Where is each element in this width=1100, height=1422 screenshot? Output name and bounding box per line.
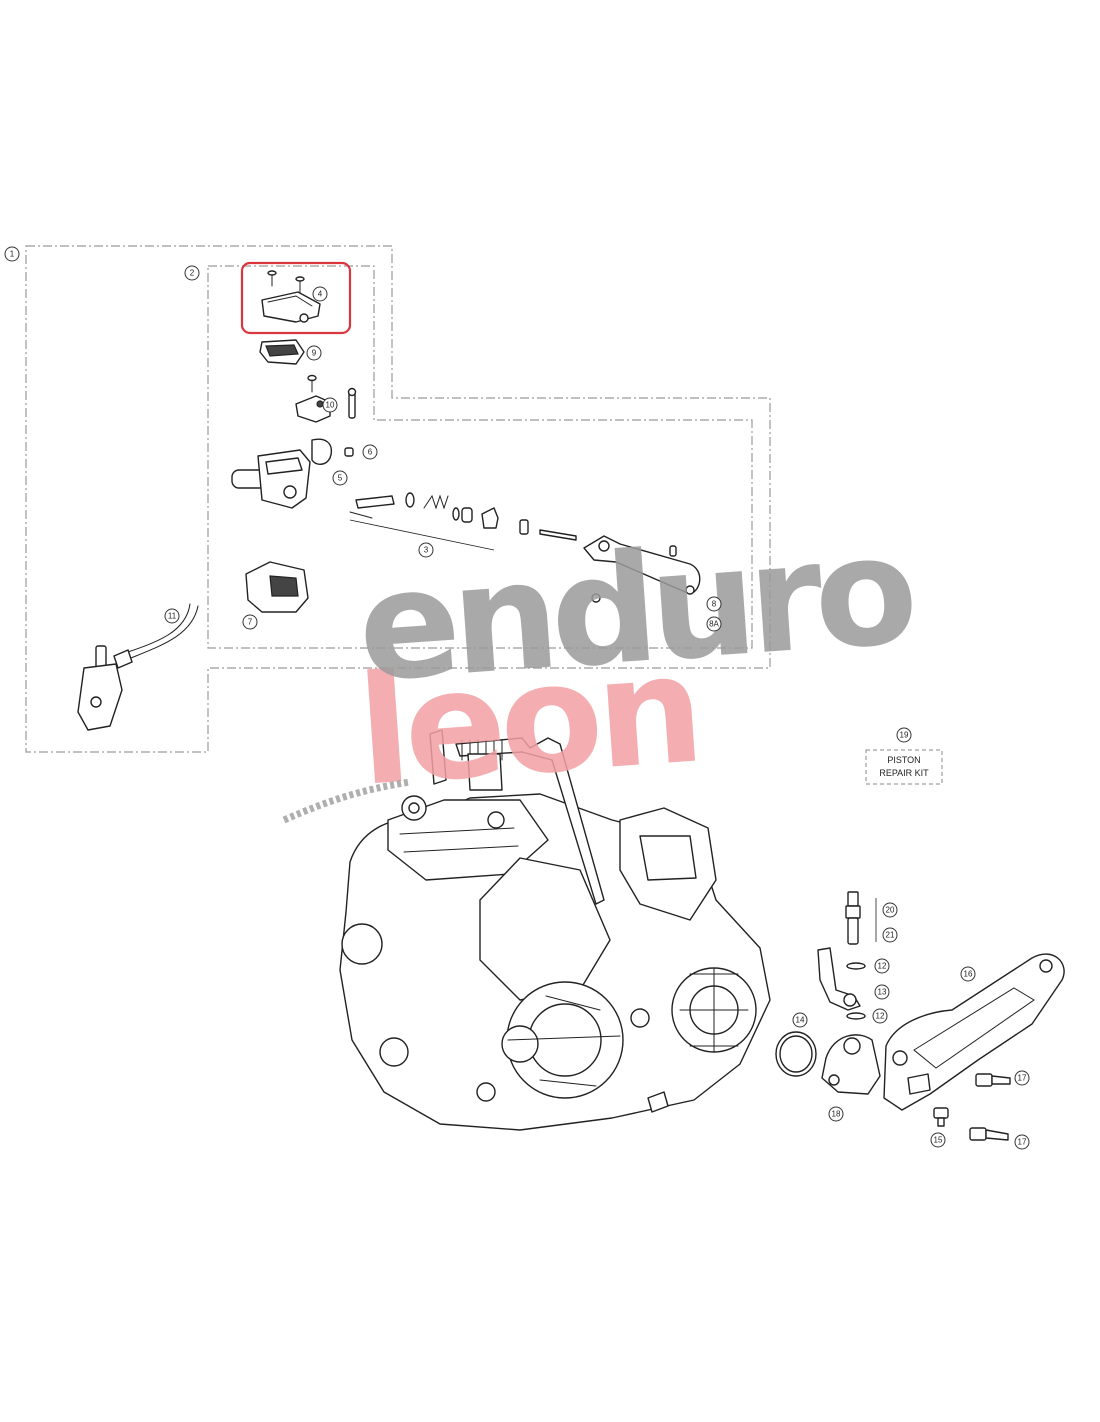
- watermark-line1: enduro: [353, 504, 917, 716]
- part-9-cover[interactable]: [259, 339, 305, 365]
- svg-text:14: 14: [796, 1016, 805, 1025]
- svg-text:12: 12: [876, 1012, 885, 1021]
- callout-11: 11: [164, 608, 180, 624]
- svg-text:17: 17: [1018, 1138, 1027, 1147]
- callout-17-b: 17: [1014, 1134, 1030, 1150]
- svg-text:1: 1: [10, 250, 15, 259]
- svg-text:9: 9: [312, 349, 317, 358]
- svg-text:2: 2: [190, 269, 195, 278]
- svg-text:20: 20: [886, 906, 895, 915]
- watermark: leon enduro: [282, 504, 917, 824]
- callout-10: 10: [322, 397, 338, 413]
- piston-kit-line2: REPAIR KIT: [879, 768, 929, 778]
- part-3-piston-assembly[interactable]: [349, 492, 577, 551]
- svg-text:10: 10: [326, 401, 335, 410]
- callout-8a: 8A: [706, 616, 722, 632]
- engine-block[interactable]: [339, 729, 771, 1131]
- callout-15: 15: [930, 1132, 946, 1148]
- callout-14: 14: [792, 1012, 808, 1028]
- callout-20: 20: [882, 902, 898, 918]
- callout-7: 7: [242, 614, 258, 630]
- svg-text:6: 6: [368, 448, 373, 457]
- callout-4: 4: [312, 286, 328, 302]
- watermark-line2: leon: [353, 623, 703, 820]
- part-11-hose[interactable]: [77, 603, 199, 731]
- svg-text:12: 12: [878, 962, 887, 971]
- callout-9: 9: [306, 345, 322, 361]
- svg-text:17: 17: [1018, 1074, 1027, 1083]
- callout-16: 16: [960, 966, 976, 982]
- svg-text:11: 11: [168, 612, 177, 621]
- piston-repair-kit-label: PISTON REPAIR KIT: [865, 749, 943, 785]
- callout-3: 3: [418, 542, 434, 558]
- callout-13: 13: [874, 984, 890, 1000]
- part-13-banjo[interactable]: [817, 947, 861, 1011]
- svg-text:19: 19: [900, 731, 909, 740]
- part-20-nipple[interactable]: [845, 891, 877, 945]
- callout-17-a: 17: [1014, 1070, 1030, 1086]
- group-frame-2: [207, 265, 753, 649]
- callout-12-top: 12: [874, 958, 890, 974]
- part-8-lever[interactable]: [583, 535, 701, 603]
- callout-21: 21: [882, 927, 898, 943]
- part-12-washer-top[interactable]: [846, 962, 866, 970]
- callout-8: 8: [706, 596, 722, 612]
- group-frame-1: [25, 245, 771, 753]
- svg-text:21: 21: [886, 931, 895, 940]
- callout-18: 18: [828, 1106, 844, 1122]
- svg-text:15: 15: [934, 1136, 943, 1145]
- svg-text:7: 7: [248, 618, 253, 627]
- part-17-bolt-a[interactable]: [975, 1073, 1011, 1087]
- part-17-bolt-b[interactable]: [969, 1127, 1009, 1141]
- part-4-clamp-plate[interactable]: [261, 270, 321, 323]
- callout-1: 1: [4, 246, 20, 262]
- callout-5: 5: [332, 470, 348, 486]
- part-12-washer-bottom[interactable]: [846, 1012, 866, 1020]
- callout-12-bottom: 12: [872, 1008, 888, 1024]
- callout-19: 19: [896, 727, 912, 743]
- svg-text:18: 18: [832, 1110, 841, 1119]
- part-10-bracket[interactable]: [295, 374, 357, 423]
- svg-text:3: 3: [424, 546, 429, 555]
- part-7-reservoir[interactable]: [245, 561, 309, 613]
- svg-text:13: 13: [878, 988, 887, 997]
- callout-6: 6: [362, 444, 378, 460]
- svg-text:8: 8: [712, 600, 717, 609]
- highlight-box: [240, 261, 352, 335]
- piston-kit-line1: PISTON: [887, 755, 920, 765]
- svg-text:8A: 8A: [709, 620, 719, 629]
- svg-text:5: 5: [338, 474, 343, 483]
- part-14-oring[interactable]: [775, 1031, 817, 1077]
- part-16-guard[interactable]: [883, 953, 1065, 1111]
- callout-2: 2: [184, 265, 200, 281]
- svg-text:4: 4: [318, 290, 323, 299]
- svg-text:16: 16: [964, 970, 973, 979]
- part-15-bolt[interactable]: [933, 1107, 949, 1127]
- part-5-master-cylinder[interactable]: [231, 438, 354, 509]
- part-18-slave-cylinder[interactable]: [821, 1034, 881, 1095]
